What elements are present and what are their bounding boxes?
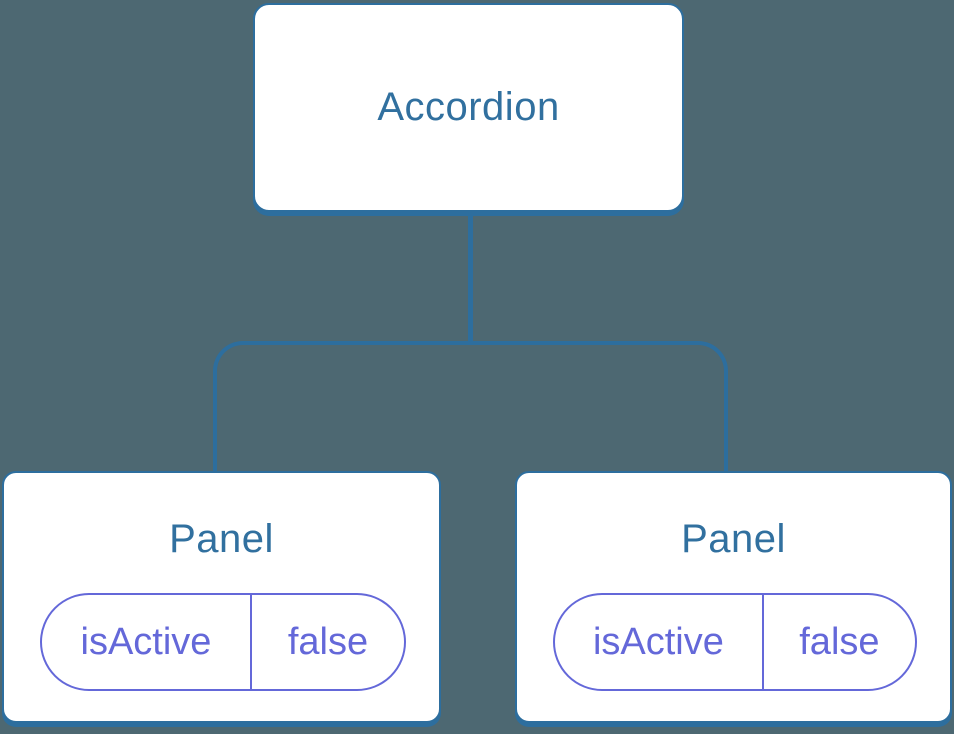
state-pill-left: isActive false [40,593,406,691]
node-panel-left: Panel isActive false [2,471,441,723]
connector-trunk-line [468,214,473,345]
connector-branch-bracket [213,341,728,471]
state-name-left: isActive [42,595,252,689]
accordion-label: Accordion [377,85,560,129]
node-accordion: Accordion [253,3,684,212]
state-pill-right: isActive false [553,593,917,691]
state-value-right: false [799,620,880,663]
panel-right-label: Panel [681,517,786,561]
panel-left-label: Panel [169,517,274,561]
node-panel-right: Panel isActive false [515,471,952,723]
state-value-left: false [287,620,369,663]
state-name-right: isActive [555,595,764,689]
